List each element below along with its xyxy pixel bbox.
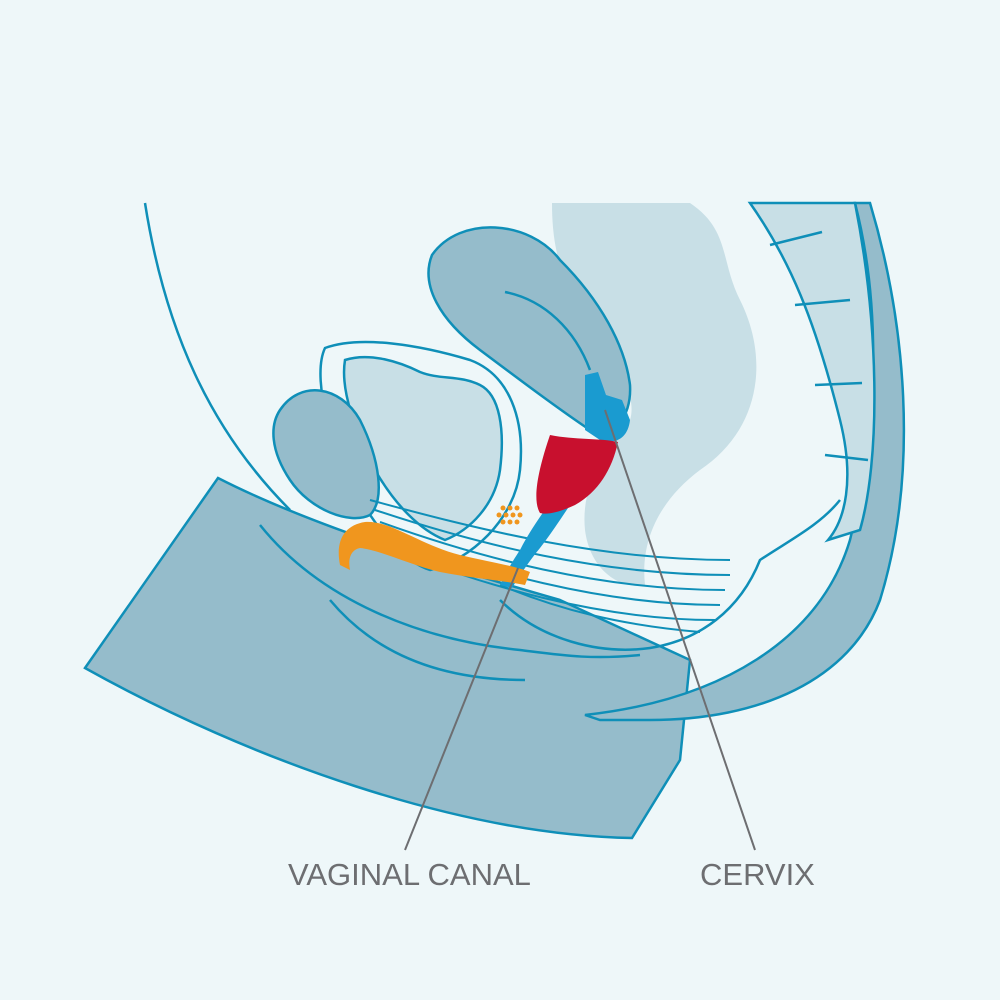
- spine: [747, 201, 876, 543]
- vaginal-canal-label: VAGINAL CANAL: [288, 857, 531, 892]
- cervix-shape: [585, 372, 630, 442]
- orange-device: [338, 521, 530, 585]
- vertebra-lines: [769, 230, 869, 462]
- cervix-label: CERVIX: [700, 857, 815, 892]
- cervix-leader-line: [604, 409, 756, 851]
- thigh-shape: [83, 476, 692, 840]
- orange-dots: [496, 505, 523, 525]
- menstrual-cup: [536, 435, 618, 514]
- lower-fold: [329, 599, 526, 682]
- bowel: [552, 203, 757, 586]
- uterus-inner: [504, 290, 592, 371]
- perineum: [259, 524, 641, 659]
- vaginal-canal: [500, 495, 570, 588]
- abdomen-outline: [143, 202, 291, 511]
- vaginal-canal-leader-line: [404, 567, 519, 851]
- rectum: [499, 499, 841, 651]
- pubic-bone: [272, 389, 380, 520]
